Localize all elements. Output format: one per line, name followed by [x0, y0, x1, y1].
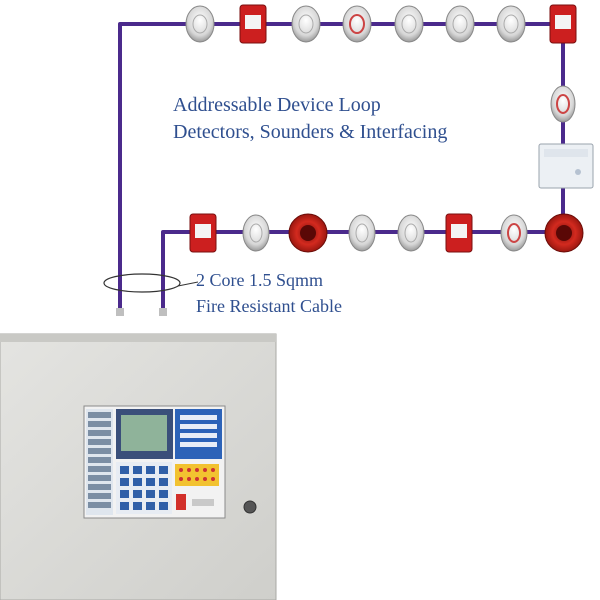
panel-front-plate	[83, 405, 226, 519]
bottom-row-devices	[189, 213, 584, 253]
loop-wiring	[118, 22, 565, 312]
right-side-devices	[538, 85, 594, 189]
interface-module-icon	[538, 143, 594, 189]
smoke-detector-icon	[550, 85, 576, 123]
key-switch-icon	[176, 494, 186, 510]
loop-title-line-1: Addressable Device Loop	[173, 94, 381, 116]
manual-call-point-icon	[445, 213, 473, 253]
smoke-detector-icon	[496, 5, 526, 43]
manual-call-point-icon	[189, 213, 217, 253]
status-led-panel	[175, 409, 222, 459]
cable-bundle-ring	[103, 273, 181, 293]
zone-indicator-strip	[86, 409, 113, 515]
cable-spec-line-1: 2 Core 1.5 Sqmm	[196, 270, 324, 290]
indicator-block	[175, 464, 219, 486]
smoke-detector-icon	[348, 214, 376, 252]
sounder-icon	[544, 213, 584, 253]
smoke-detector-icon	[500, 214, 528, 252]
smoke-detector-icon	[242, 214, 270, 252]
smoke-detector-icon	[185, 5, 215, 43]
lcd-display-screen	[121, 415, 167, 451]
loop-wire-outer	[118, 22, 565, 312]
top-row-devices	[185, 4, 577, 44]
panel-door-edge	[0, 334, 276, 342]
sounder-icon	[288, 213, 328, 253]
brand-mark-icon	[192, 499, 214, 506]
cable-gland-left	[116, 308, 124, 316]
panel-door-lock-icon	[243, 500, 257, 514]
fire-alarm-control-panel	[0, 333, 277, 600]
smoke-detector-icon	[291, 5, 321, 43]
cable-spec-line-2: Fire Resistant Cable	[196, 296, 342, 316]
smoke-detector-icon	[397, 214, 425, 252]
manual-call-point-icon	[549, 4, 577, 44]
smoke-detector-icon	[394, 5, 424, 43]
manual-call-point-icon	[239, 4, 267, 44]
loop-title-line-2: Detectors, Sounders & Interfacing	[173, 121, 448, 143]
cable-leader-line	[177, 281, 199, 287]
loop-wire-inner	[161, 230, 563, 312]
cable-gland-right	[159, 308, 167, 316]
keypad	[116, 462, 172, 514]
smoke-detector-icon	[445, 5, 475, 43]
smoke-detector-icon	[342, 5, 372, 43]
